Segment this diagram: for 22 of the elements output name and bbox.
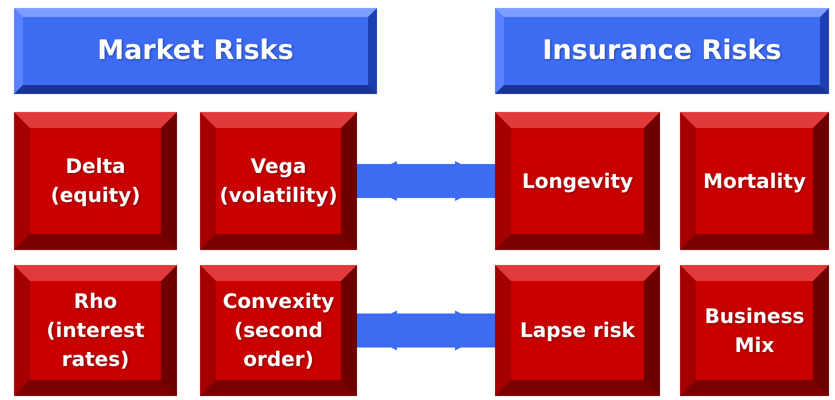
- risk-box: [680, 265, 829, 396]
- risk-label: Mortality: [703, 168, 806, 194]
- double-arrow: [357, 310, 495, 350]
- risk-box: [14, 265, 177, 396]
- risk-label: Business Mix: [704, 302, 806, 358]
- risk-box: [200, 112, 357, 250]
- risk-box: [680, 112, 829, 250]
- risk-label: Convexity (second order): [222, 288, 336, 373]
- risk-label: Vega (volatility): [219, 153, 338, 209]
- risk-label: Lapse risk: [520, 317, 635, 344]
- risk-label: Delta (equity): [50, 153, 142, 209]
- risk-box: [495, 265, 660, 396]
- category-header: [495, 8, 829, 94]
- header-text: Market Risks: [97, 34, 294, 68]
- risk-label: Rho (interest rates): [45, 288, 146, 373]
- risk-box: [14, 112, 177, 250]
- risk-label: Longevity: [522, 168, 634, 194]
- category-header: [14, 8, 377, 94]
- risk-box: [495, 112, 660, 250]
- double-arrow: [357, 161, 495, 201]
- risk-box: [200, 265, 357, 396]
- header-text: Insurance Risks: [542, 34, 782, 68]
